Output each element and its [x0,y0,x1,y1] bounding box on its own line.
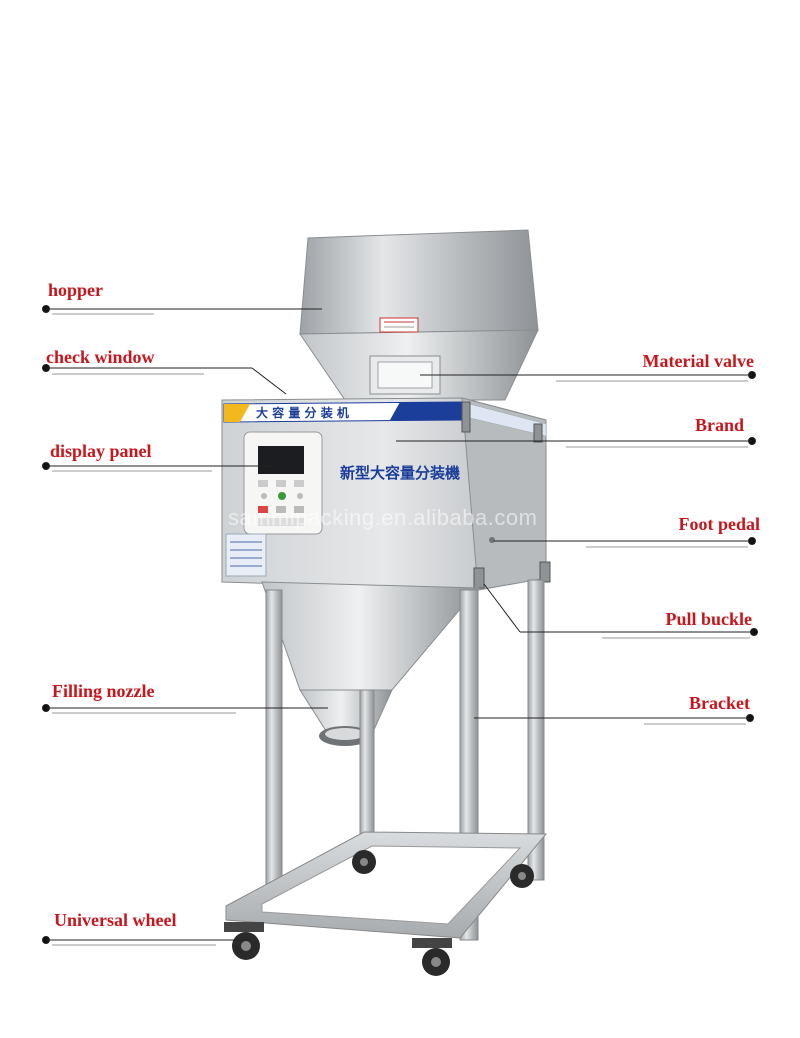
watermark-text: sammipacking.en.alibaba.com [228,505,538,530]
label-hopper: hopper [48,280,104,300]
pull-buckle-left [473,567,485,589]
label-pull-buckle: Pull buckle [665,609,752,629]
label-universal-wheel: Universal wheel [54,910,177,930]
label-material-valve: Material valve [642,351,754,371]
wheel-front-right [412,938,452,976]
hopper-part [299,229,539,401]
wheel-back-right [510,864,534,888]
label-foot-pedal: Foot pedal [678,514,760,534]
wheel-front-left [224,922,264,960]
display-panel-part [243,431,323,535]
pull-buckle-right [539,561,551,583]
universal-wheel-part [224,850,534,976]
wheel-back-left [352,850,376,874]
banner-text: 大 容 量 分 装 机 [256,405,349,420]
label-filling-nozzle: Filling nozzle [52,681,155,701]
foot-pedal-screw [489,537,495,543]
label-bracket: Bracket [689,693,750,713]
front-title: 新型大容量分装機 [340,464,460,482]
label-brand: Brand [694,415,744,435]
bracket-frame [225,579,548,941]
leader-lines [42,305,758,946]
info-sticker [225,533,267,577]
label-check-window: check window [46,347,155,367]
label-display-panel: display panel [50,441,152,461]
